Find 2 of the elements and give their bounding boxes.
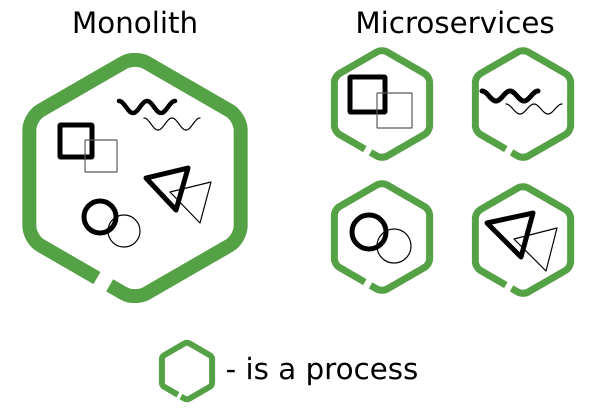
legend-text: - is a process bbox=[227, 356, 417, 386]
heading: Microservices bbox=[358, 10, 554, 34]
